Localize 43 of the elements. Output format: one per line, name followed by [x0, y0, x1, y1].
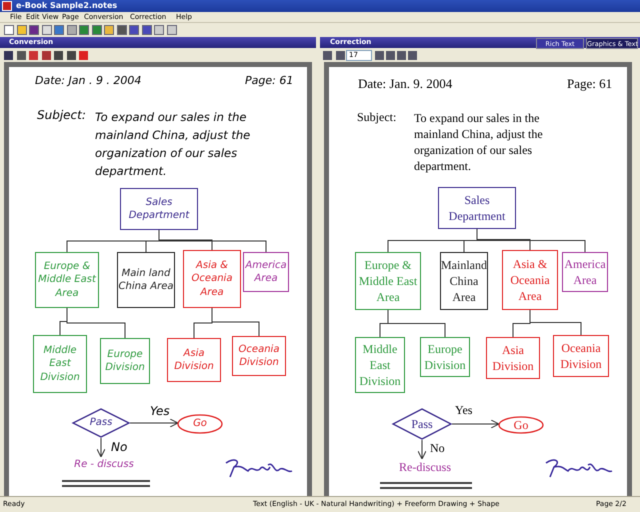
subject-text: To expand our sales in the mainland China, adjust the organization of our sales department.	[95, 109, 252, 180]
org-chart-box: Asia Division	[486, 337, 540, 379]
org-chart-box: Mainland China Area	[440, 252, 488, 310]
date-text: Date: Jan. 9. 2004	[358, 76, 452, 92]
terminal-ellipse: Go	[177, 414, 223, 434]
outcome-text: Re - discuss	[56, 456, 152, 474]
decision-diamond: Pass	[392, 408, 452, 440]
org-chart-box: Europe & Middle East Area	[35, 252, 99, 308]
org-chart-box: Sales Department	[120, 188, 198, 230]
org-chart-box: Asia Division	[167, 338, 221, 382]
arrow	[96, 438, 106, 458]
org-chart-box: America Area	[562, 252, 608, 292]
org-chart-box: Europe Division	[420, 337, 470, 377]
arrow	[452, 420, 500, 428]
org-chart-box: Asia & Oceania Area	[502, 250, 558, 310]
org-chart-box: Middle East Division	[33, 335, 87, 393]
connector-line	[212, 308, 260, 336]
org-chart-box: Middle East Division	[355, 337, 405, 393]
outcome-text: Re-discuss	[385, 458, 465, 476]
org-chart-box: Asia & Oceania Area	[183, 250, 241, 308]
org-chart-box: Sales Department	[438, 187, 516, 229]
page-number: Page: 61	[245, 74, 294, 87]
subject-heading: Subject:	[37, 108, 86, 122]
page-number: Page: 61	[567, 76, 612, 92]
arrow	[418, 440, 426, 460]
arrow	[130, 418, 178, 428]
org-chart-box: Oceania Division	[232, 336, 286, 376]
org-chart-box: Oceania Division	[553, 335, 609, 377]
org-chart-box: America Area	[243, 252, 289, 292]
org-chart-box: Europe Division	[100, 338, 150, 384]
connector-line	[388, 310, 446, 338]
edge-label: No	[111, 440, 128, 454]
org-chart-box: Main land China Area	[117, 252, 175, 308]
connector-line	[158, 230, 266, 252]
org-chart-box: Europe & Middle East Area	[355, 252, 421, 310]
connector-line	[530, 310, 582, 336]
terminal-ellipse: Go	[498, 416, 544, 434]
window-title: e-Book Sample2.notes	[16, 1, 118, 10]
subject-text: To expand our sales in the mainland China, adjust the organization of our sales department.	[414, 110, 544, 174]
decision-diamond: Pass	[72, 408, 130, 438]
date-text: Date: Jan . 9 . 2004	[35, 74, 142, 87]
edge-label: Yes	[150, 404, 170, 418]
subject-heading: Subject:	[357, 110, 396, 125]
